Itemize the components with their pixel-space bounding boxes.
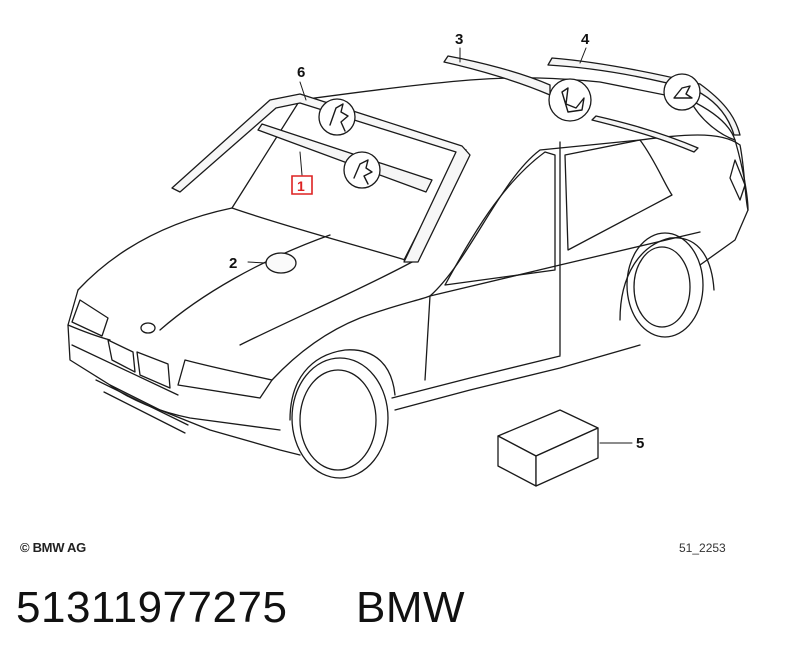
highlight-box — [292, 176, 312, 194]
callout-2: 2 — [229, 255, 237, 272]
drawing-id: 51_2253 — [679, 541, 726, 555]
leader-lines — [248, 48, 632, 443]
callout-6: 6 — [297, 64, 305, 81]
car-body-outline — [68, 78, 748, 478]
accessory-box-part-5 — [498, 410, 598, 486]
callout-1: 1 — [297, 178, 305, 194]
parts-diagram: 1 2 3 4 5 6 — [0, 31, 799, 540]
profile-detail-glyphs — [330, 86, 692, 184]
roof-moulding-3 — [444, 56, 550, 95]
callout-4: 4 — [581, 31, 590, 48]
callout-3: 3 — [455, 31, 463, 48]
roof-moulding-4 — [548, 58, 740, 152]
copyright-notice: © BMW AG — [20, 540, 86, 555]
profile-detail-circles — [319, 74, 700, 188]
rain-sensor-part-2 — [266, 253, 296, 273]
callout-labels: 1 2 3 4 5 6 — [229, 31, 644, 452]
part-number: 51311977275 — [16, 583, 288, 632]
callout-5: 5 — [636, 435, 644, 452]
brand-name: BMW — [356, 583, 466, 632]
windshield-moulding — [172, 94, 470, 262]
